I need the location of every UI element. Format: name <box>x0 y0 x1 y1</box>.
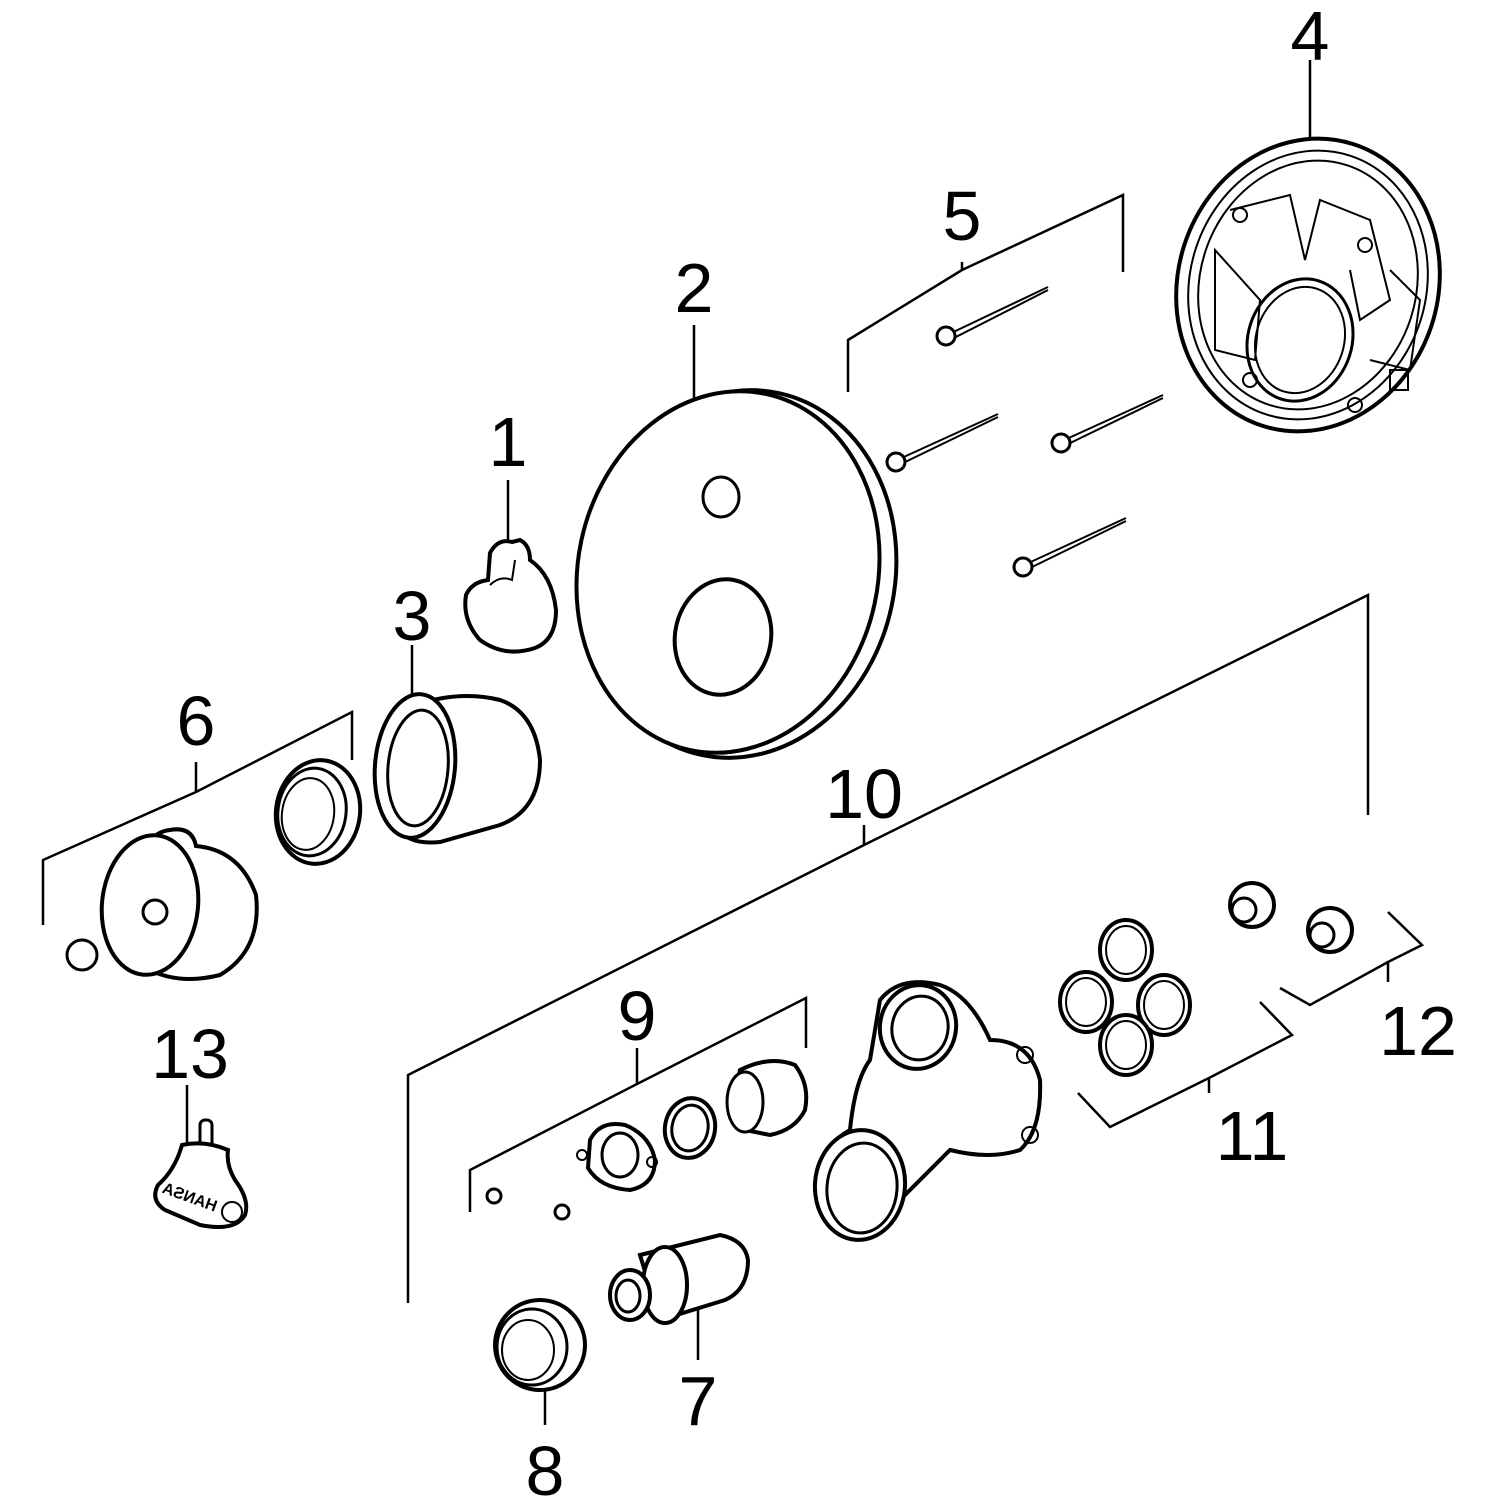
part-11-o-rings <box>1058 918 1295 1129</box>
label-part-11: 11 <box>1216 1097 1289 1175</box>
part-4-mounting-frame <box>1174 60 1442 434</box>
label-part-7: 7 <box>679 1362 718 1440</box>
part-12-check-valves <box>1228 881 1425 1007</box>
part-2-escutcheon <box>574 325 899 760</box>
label-part-3: 3 <box>393 577 432 655</box>
part-8-threaded-ring <box>493 1298 587 1425</box>
part-13-key: HANSA <box>153 1085 249 1229</box>
part-3-sleeve <box>372 645 543 845</box>
part-10-bracket <box>406 592 1370 1303</box>
part-6-handle-set <box>41 709 363 981</box>
part-10-valve-body <box>812 980 1043 1242</box>
label-part-9: 9 <box>618 977 657 1055</box>
part-5-screws <box>846 193 1164 578</box>
label-part-6: 6 <box>177 682 216 760</box>
label-part-10: 10 <box>825 755 903 833</box>
part-7-cartridge <box>608 1232 751 1360</box>
label-part-2: 2 <box>675 249 714 327</box>
part-labels: 1 2 3 4 5 6 7 8 9 10 11 12 13 <box>151 0 1457 1500</box>
part-9-stop-valve-set <box>468 995 809 1221</box>
label-part-1: 1 <box>489 403 528 481</box>
part-1-lever-insert <box>463 480 559 654</box>
label-part-8: 8 <box>526 1432 565 1500</box>
label-part-4: 4 <box>1291 0 1330 75</box>
label-part-12: 12 <box>1379 992 1457 1070</box>
label-part-5: 5 <box>943 177 982 255</box>
label-part-13: 13 <box>151 1015 229 1093</box>
